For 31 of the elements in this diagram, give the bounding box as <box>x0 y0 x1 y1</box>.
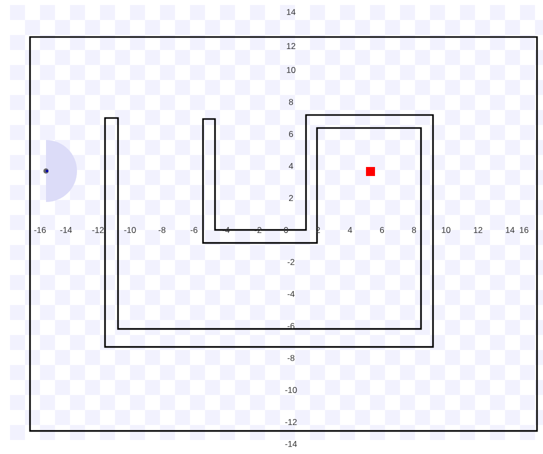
tick-label: -10 <box>124 226 136 233</box>
tick-label: -12 <box>285 419 297 425</box>
tick-label: -6 <box>190 226 198 233</box>
tick-label: -8 <box>158 226 166 233</box>
tick-label: -14 <box>285 441 297 447</box>
tick-label: 2 <box>289 195 293 201</box>
tick-label: -4 <box>222 227 230 233</box>
tick-label: 10 <box>442 226 450 233</box>
tick-label: -2 <box>254 227 262 233</box>
tick-label: 8 <box>412 226 416 233</box>
tick-label: 8 <box>289 98 293 105</box>
tick-label: -14 <box>60 227 72 233</box>
tick-label: 14 <box>286 9 296 15</box>
tick-label: -12 <box>92 227 104 233</box>
tick-label: -16 <box>34 226 46 233</box>
tick-label: 10 <box>286 66 296 73</box>
tick-label: 16 <box>520 226 528 233</box>
tick-label: -8 <box>288 354 294 361</box>
tick-label: 12 <box>286 43 296 49</box>
tick-label: 4 <box>288 163 294 169</box>
tick-label: -10 <box>285 386 297 393</box>
tick-label: -6 <box>288 322 294 329</box>
tick-label: 6 <box>380 226 384 233</box>
tick-label: 12 <box>474 227 482 233</box>
tick-label: 2 <box>316 227 320 233</box>
tick-label: 4 <box>348 227 352 233</box>
tick-label: 0 <box>284 226 288 233</box>
tick-label: 6 <box>289 130 293 137</box>
tick-label: 14 <box>506 227 514 233</box>
tick-label: -4 <box>288 291 295 297</box>
tick-label: -2 <box>288 259 294 265</box>
